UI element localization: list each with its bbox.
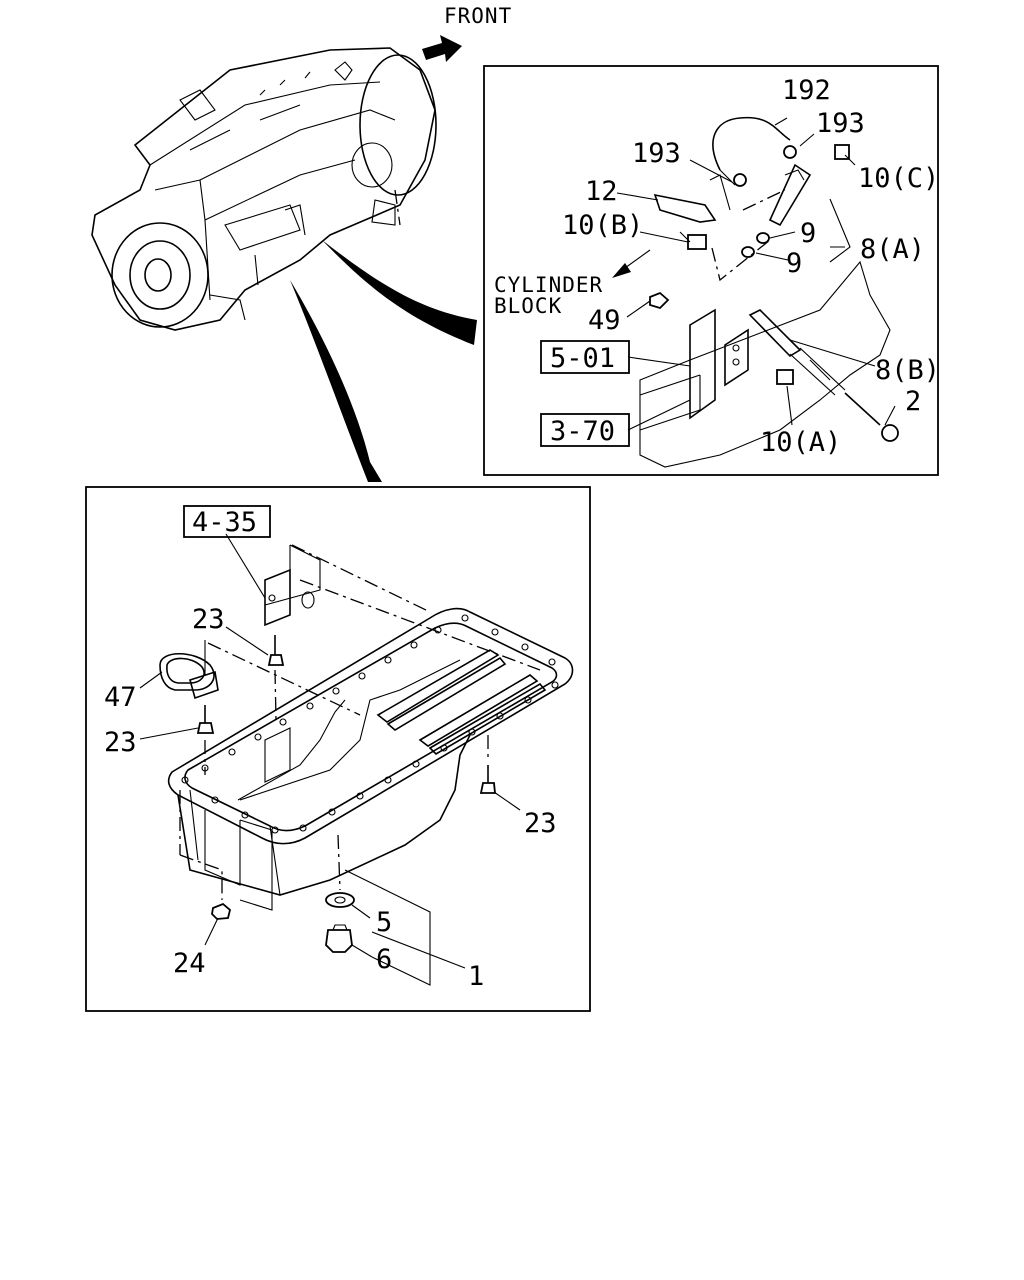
leader-wedge-lower xyxy=(290,280,382,482)
upper-leaders xyxy=(612,117,896,431)
upper-detail-frame xyxy=(483,65,939,476)
callout-5: 5 xyxy=(376,907,392,938)
front-label: FRONT xyxy=(444,4,512,28)
callout-23-left: 23 xyxy=(104,727,137,758)
lower-leaders xyxy=(139,533,521,986)
lower-detail-frame xyxy=(85,486,591,1012)
upper-small-parts xyxy=(649,144,850,385)
callout-193-left: 193 xyxy=(632,138,681,169)
callout-9-upper: 9 xyxy=(800,218,816,249)
ref-4-35[interactable]: 4-35 xyxy=(192,507,257,538)
ref-box-3-70[interactable] xyxy=(540,413,630,447)
callout-12: 12 xyxy=(585,176,618,207)
engine-illustration xyxy=(91,47,437,331)
dipstick-bracket xyxy=(689,308,749,420)
callout-49: 49 xyxy=(588,305,621,336)
lower-brackets xyxy=(159,544,321,700)
callout-10c: 10(C) xyxy=(858,163,939,194)
ref-box-4-35[interactable] xyxy=(183,505,271,538)
callout-23-upper: 23 xyxy=(192,604,225,635)
cylinder-block-label-line2: BLOCK xyxy=(494,294,562,318)
lower-bolts xyxy=(196,635,496,953)
callout-9-lower: 9 xyxy=(786,248,802,279)
callout-193-right: 193 xyxy=(816,108,865,139)
ref-5-01[interactable]: 5-01 xyxy=(550,343,615,374)
pan-bolt-holes xyxy=(181,614,559,834)
callout-1: 1 xyxy=(468,961,484,992)
leader-wedge-upper xyxy=(322,240,477,345)
callout-8b: 8(B) xyxy=(875,355,940,386)
callout-2: 2 xyxy=(905,386,921,417)
callout-10a: 10(A) xyxy=(760,427,841,458)
callout-192: 192 xyxy=(782,75,831,106)
oil-pan xyxy=(167,607,574,911)
ref-box-5-01[interactable] xyxy=(540,340,630,374)
callout-6: 6 xyxy=(376,944,392,975)
callout-23-right: 23 xyxy=(524,808,557,839)
callout-47: 47 xyxy=(104,682,137,713)
cylinder-block-label-line1: CYLINDER xyxy=(494,273,603,297)
hose-192 xyxy=(712,116,791,171)
callout-8a: 8(A) xyxy=(860,234,925,265)
dipstick-assembly xyxy=(748,163,899,442)
ref-3-70[interactable]: 3-70 xyxy=(550,416,615,447)
callout-10b: 10(B) xyxy=(562,210,643,241)
front-arrow-icon xyxy=(422,35,462,62)
callout-24: 24 xyxy=(173,948,206,979)
lower-phantom-lines xyxy=(179,544,541,900)
